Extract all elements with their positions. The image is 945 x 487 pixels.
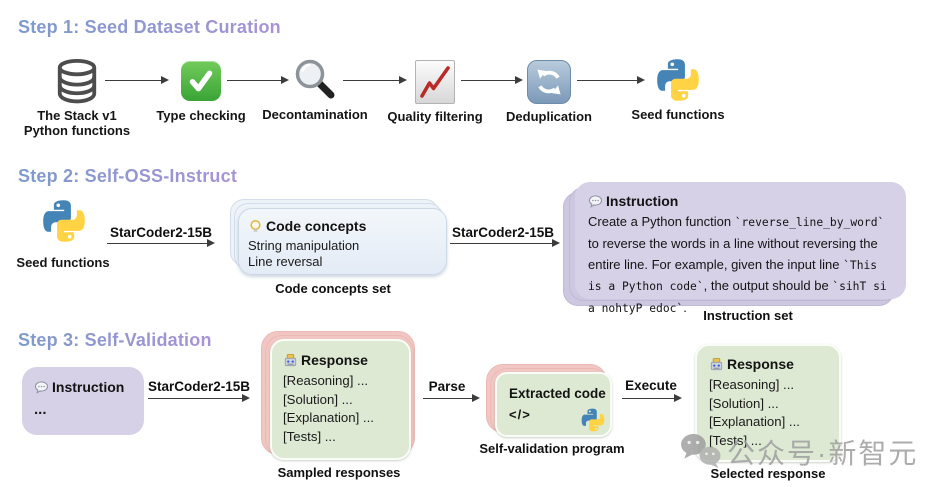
node-label: Quality filtering xyxy=(387,109,483,124)
card-line: [Reasoning] ... xyxy=(709,377,795,392)
flow-arrow xyxy=(148,394,250,402)
flow-arrow xyxy=(461,76,523,84)
refresh-icon xyxy=(527,59,571,104)
step2-title: Step 2: Self-OSS-Instruct xyxy=(18,166,238,186)
database-icon xyxy=(57,58,97,103)
execute-arrow-label: Execute xyxy=(625,378,677,393)
card-line: Line reversal xyxy=(248,253,323,269)
ellipsis-text: ... xyxy=(34,401,47,418)
card-title: Extracted code xyxy=(509,386,606,401)
robot-icon xyxy=(284,353,297,366)
flow-arrow xyxy=(105,76,169,84)
card-line: [Tests] ... xyxy=(709,432,762,448)
python-icon xyxy=(657,58,699,101)
card-line: [Tests] ... xyxy=(283,428,336,444)
magnifier-icon xyxy=(295,59,335,98)
extracted-code-card: Extracted code </> xyxy=(495,372,612,437)
flow-arrow xyxy=(577,76,645,84)
node-type-checking: Type checking xyxy=(136,57,266,123)
node-label: Decontamination xyxy=(262,107,368,122)
code-glyph: </> xyxy=(509,407,531,422)
step3-title: Step 3: Self-Validation xyxy=(18,330,212,350)
caption: Selected response xyxy=(710,466,826,481)
bulb-icon xyxy=(250,219,261,232)
flow-arrow xyxy=(343,76,407,84)
card-title: Response xyxy=(727,356,794,372)
watermark-text: 公众号·新智元 xyxy=(727,438,919,469)
card-title: Code concepts xyxy=(266,218,367,234)
wechat-icon xyxy=(678,432,724,475)
model-arrow-label: StarCoder2-15B xyxy=(147,379,251,394)
card-line: [Solution] ... xyxy=(709,395,779,411)
card-title: Instruction xyxy=(52,379,125,395)
flow-arrow xyxy=(622,394,682,402)
flow-arrow xyxy=(107,239,215,247)
sampled-responses-card: Response [Reasoning] ... [Solution] ... [E… xyxy=(270,339,411,460)
flow-arrow xyxy=(450,239,560,247)
python-icon xyxy=(581,408,605,432)
node-seed-functions: Seed functions xyxy=(613,56,743,122)
flow-arrow xyxy=(423,394,480,402)
flow-arrow xyxy=(227,76,289,84)
robot-icon xyxy=(710,357,723,370)
node-deduplication: Deduplication xyxy=(484,58,614,124)
card-lines: [Reasoning] ... [Solution] ... [Explanatio… xyxy=(709,376,839,450)
caption: Self-validation program xyxy=(479,441,625,456)
card-title: Instruction xyxy=(606,193,679,209)
caption: Code concepts set xyxy=(275,281,391,296)
node-label: The Stack v1 Python functions xyxy=(23,108,131,139)
node-label: Seed functions xyxy=(631,107,725,122)
card-line: [Explanation] ... xyxy=(283,410,374,426)
node-decontamination: Decontamination xyxy=(250,56,380,122)
card-line: [Reasoning] ... xyxy=(283,373,369,388)
speech-bubble-icon xyxy=(34,380,49,394)
python-icon xyxy=(43,200,85,242)
model-arrow-label: StarCoder2-15B xyxy=(451,225,555,240)
seed-functions-label: Seed functions xyxy=(16,255,110,270)
parse-arrow-label: Parse xyxy=(428,379,466,394)
selected-response-card: Response [Reasoning] ... [Solution] ... [E… xyxy=(695,344,841,462)
instruction-text: Create a Python function `reverse_line_b… xyxy=(588,214,887,316)
instruction-card: Instruction Create a Python function `re… xyxy=(575,182,906,315)
card-line: [Explanation] ... xyxy=(709,414,800,430)
model-arrow-label: StarCoder2-15B xyxy=(109,225,213,240)
card-lines: [Reasoning] ... [Solution] ... [Explanatio… xyxy=(283,372,409,446)
node-quality-filtering: Quality filtering xyxy=(370,58,500,124)
speech-bubble-icon xyxy=(588,194,603,208)
node-label: Deduplication xyxy=(506,109,592,124)
card-line: String manipulation xyxy=(248,238,360,253)
node-label: Type checking xyxy=(156,108,246,123)
card-title: Response xyxy=(301,352,368,368)
chart-icon xyxy=(415,59,455,104)
node-the-stack: The Stack v1 Python functions xyxy=(12,57,142,139)
check-icon xyxy=(181,60,221,101)
caption: Sampled responses xyxy=(277,465,401,480)
instruction-input-card: Instruction ... xyxy=(22,367,144,435)
step1-title: Step 1: Seed Dataset Curation xyxy=(18,17,281,37)
card-line: [Solution] ... xyxy=(283,391,353,407)
caption: Instruction set xyxy=(703,308,793,323)
